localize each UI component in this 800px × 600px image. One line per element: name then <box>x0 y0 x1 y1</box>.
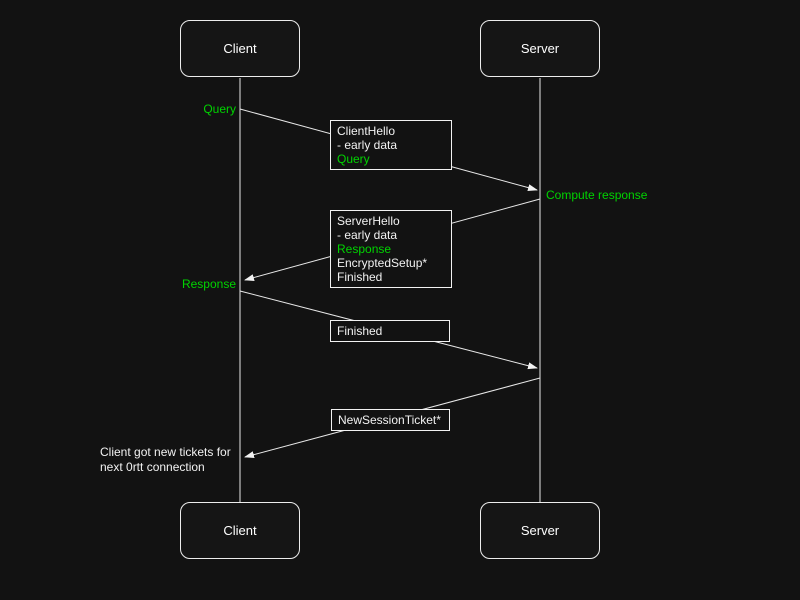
actor-server-bottom: Server <box>480 502 600 559</box>
message-label-finished: Finished <box>330 320 450 342</box>
message-label-newsessionticket: NewSessionTicket* <box>331 409 450 431</box>
message-text-line: - early data <box>337 228 398 242</box>
actor-server-top-label: Server <box>520 41 560 56</box>
label-compute-response: Compute response <box>546 188 648 202</box>
message-text-line: Response <box>337 242 392 256</box>
message-text-line: ClientHello <box>337 124 396 138</box>
message-text-line: EncryptedSetup* <box>337 256 428 270</box>
message-text-line: Finished <box>337 324 383 338</box>
message-label-clienthello: ClientHello - early data Query <box>330 120 452 170</box>
actor-client-bottom: Client <box>180 502 300 559</box>
message-text-line: NewSessionTicket* <box>338 413 441 427</box>
message-text-line: ServerHello <box>337 214 400 228</box>
note-line-1: Client got new tickets for <box>100 445 231 459</box>
actor-client-bottom-label: Client <box>223 523 257 538</box>
note-new-tickets: Client got new tickets for next 0rtt con… <box>100 445 231 475</box>
actor-server-bottom-label: Server <box>520 523 560 538</box>
actor-client-top-label: Client <box>223 41 257 56</box>
actor-client-top: Client <box>180 20 300 77</box>
message-text-line: Finished <box>337 270 383 284</box>
actor-server-top: Server <box>480 20 600 77</box>
note-line-2: next 0rtt connection <box>100 460 205 474</box>
message-text-line: - early data <box>337 138 398 152</box>
label-response: Response <box>181 277 236 291</box>
message-text-line: Query <box>337 152 370 166</box>
label-query: Query <box>203 102 236 116</box>
message-label-serverhello: ServerHello - early data Response Encryp… <box>330 210 452 288</box>
